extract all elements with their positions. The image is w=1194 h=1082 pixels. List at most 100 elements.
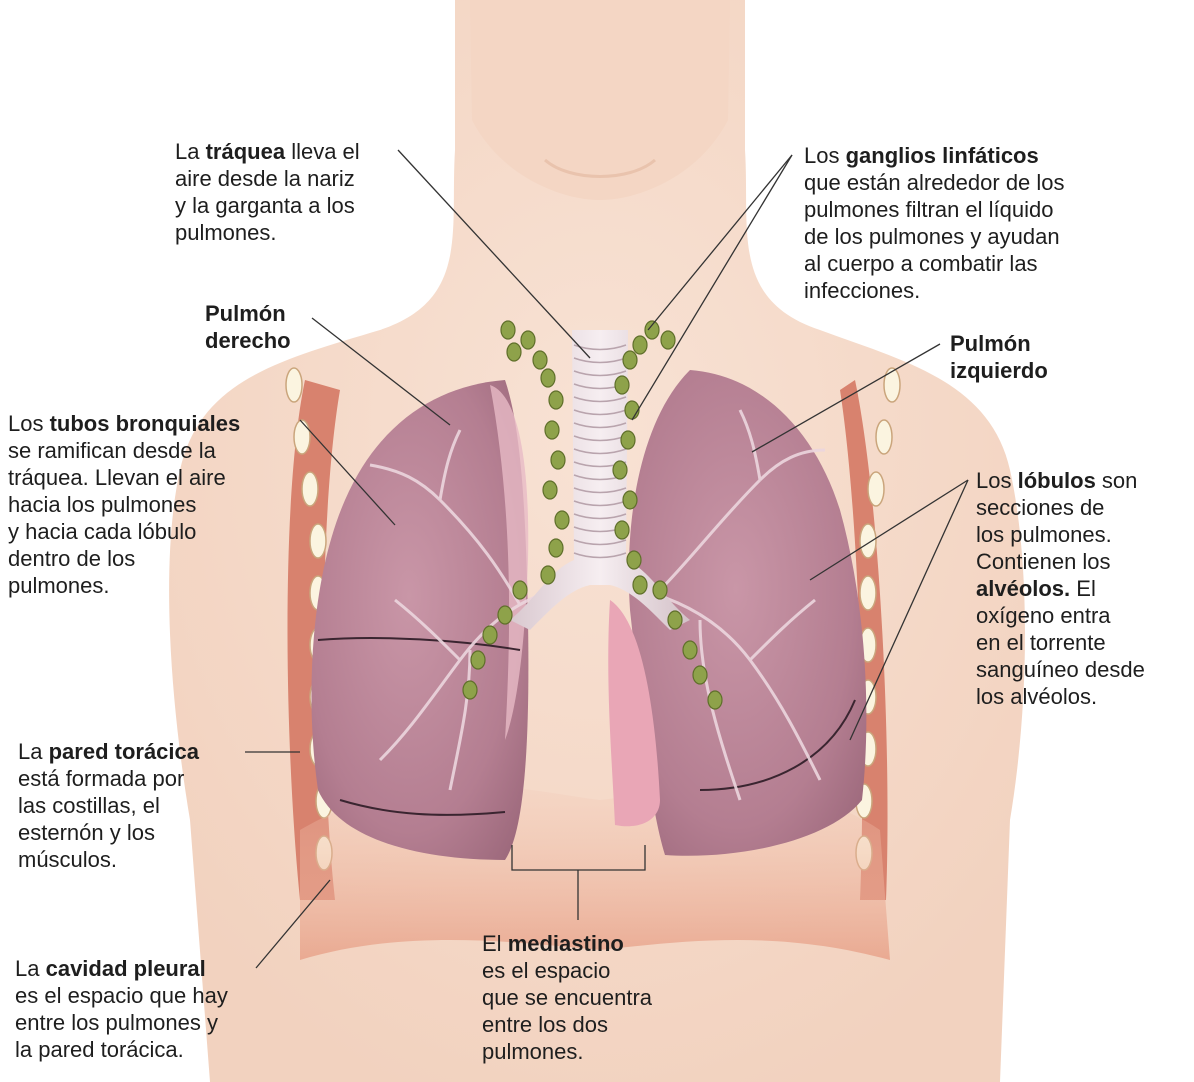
label-line: Los ganglios linfáticos: [804, 142, 1065, 169]
label-text: esternón y los: [18, 820, 155, 845]
label-line: La pared torácica: [18, 738, 199, 765]
label-text: la pared torácica.: [15, 1037, 184, 1062]
label-text: las costillas, el: [18, 793, 160, 818]
label-text: se ramifican desde la: [8, 438, 216, 463]
label-term: izquierdo: [950, 358, 1048, 383]
label-line: La cavidad pleural: [15, 955, 228, 982]
label-text: oxígeno entra: [976, 603, 1111, 628]
label-term: Pulmón: [950, 331, 1031, 356]
bronchial-tubes-label: Los tubos bronquialesse ramifican desde …: [8, 410, 240, 599]
label-line: secciones de: [976, 494, 1145, 521]
rib: [302, 472, 318, 506]
label-line: pulmones.: [175, 219, 360, 246]
label-line: los alvéolos.: [976, 683, 1145, 710]
label-line: en el torrente: [976, 629, 1145, 656]
label-line: es el espacio que hay: [15, 982, 228, 1009]
label-term: mediastino: [508, 931, 624, 956]
label-text: pulmones.: [482, 1039, 584, 1064]
lymph-node: [653, 581, 667, 599]
label-line: Pulmón: [205, 300, 291, 327]
label-line: alvéolos. El: [976, 575, 1145, 602]
label-line: tráquea. Llevan el aire: [8, 464, 240, 491]
label-text: lleva el: [285, 139, 360, 164]
label-line: y hacia cada lóbulo: [8, 518, 240, 545]
label-term: derecho: [205, 328, 291, 353]
lymph-node: [541, 369, 555, 387]
rib: [884, 368, 900, 402]
lymph-node: [621, 431, 635, 449]
label-text: sanguíneo desde: [976, 657, 1145, 682]
label-text: Contienen los: [976, 549, 1111, 574]
label-text: es el espacio que hay: [15, 983, 228, 1008]
label-text: El: [482, 931, 508, 956]
label-line: La tráquea lleva el: [175, 138, 360, 165]
label-text: entre los pulmones y: [15, 1010, 218, 1035]
label-line: músculos.: [18, 846, 199, 873]
lymph-node: [483, 626, 497, 644]
label-term: Pulmón: [205, 301, 286, 326]
label-line: de los pulmones y ayudan: [804, 223, 1065, 250]
label-line: y la garganta a los: [175, 192, 360, 219]
label-line: esternón y los: [18, 819, 199, 846]
label-text: hacia los pulmones: [8, 492, 196, 517]
label-text: pulmones filtran el líquido: [804, 197, 1053, 222]
label-text: pulmones.: [175, 220, 277, 245]
lymph-node: [541, 566, 555, 584]
label-text: al cuerpo a combatir las: [804, 251, 1038, 276]
label-line: que están alrededor de los: [804, 169, 1065, 196]
lymph-node: [498, 606, 512, 624]
right-lung-label: Pulmónderecho: [205, 300, 291, 354]
label-text: El: [1070, 576, 1096, 601]
lymph-node: [543, 481, 557, 499]
lymph-node: [661, 331, 675, 349]
label-line: se ramifican desde la: [8, 437, 240, 464]
label-line: Contienen los: [976, 548, 1145, 575]
label-text: está formada por: [18, 766, 184, 791]
rib: [876, 420, 892, 454]
pleural-cavity-label: La cavidad pleurales el espacio que haye…: [15, 955, 228, 1063]
label-text: entre los dos: [482, 1012, 608, 1037]
lymph-node: [615, 521, 629, 539]
lymph-node: [513, 581, 527, 599]
label-text: y hacia cada lóbulo: [8, 519, 196, 544]
lymph-node: [633, 576, 647, 594]
label-line: pulmones.: [8, 572, 240, 599]
label-text: tráquea. Llevan el aire: [8, 465, 226, 490]
label-line: infecciones.: [804, 277, 1065, 304]
lymph-node: [521, 331, 535, 349]
label-text: Los: [804, 143, 846, 168]
lymph-node: [708, 691, 722, 709]
label-line: sanguíneo desde: [976, 656, 1145, 683]
lymph-node: [668, 611, 682, 629]
label-line: izquierdo: [950, 357, 1048, 384]
label-text: los pulmones.: [976, 522, 1112, 547]
label-text: son: [1096, 468, 1138, 493]
lymph-node: [533, 351, 547, 369]
label-text: infecciones.: [804, 278, 920, 303]
label-text: de los pulmones y ayudan: [804, 224, 1060, 249]
lymph-node: [463, 681, 477, 699]
label-text: Los: [976, 468, 1018, 493]
lymph-node: [507, 343, 521, 361]
label-term: cavidad pleural: [46, 956, 206, 981]
label-term: tubos bronquiales: [50, 411, 241, 436]
rib: [860, 576, 876, 610]
lymph-node: [645, 321, 659, 339]
rib: [294, 420, 310, 454]
lymph-node: [633, 336, 647, 354]
label-text: y la garganta a los: [175, 193, 355, 218]
lymph-node: [627, 551, 641, 569]
label-line: entre los dos: [482, 1011, 652, 1038]
label-text: aire desde la nariz: [175, 166, 355, 191]
rib: [310, 524, 326, 558]
lymph-node: [501, 321, 515, 339]
lymph-node: [613, 461, 627, 479]
label-line: al cuerpo a combatir las: [804, 250, 1065, 277]
label-text: La: [15, 956, 46, 981]
label-text: La: [18, 739, 49, 764]
